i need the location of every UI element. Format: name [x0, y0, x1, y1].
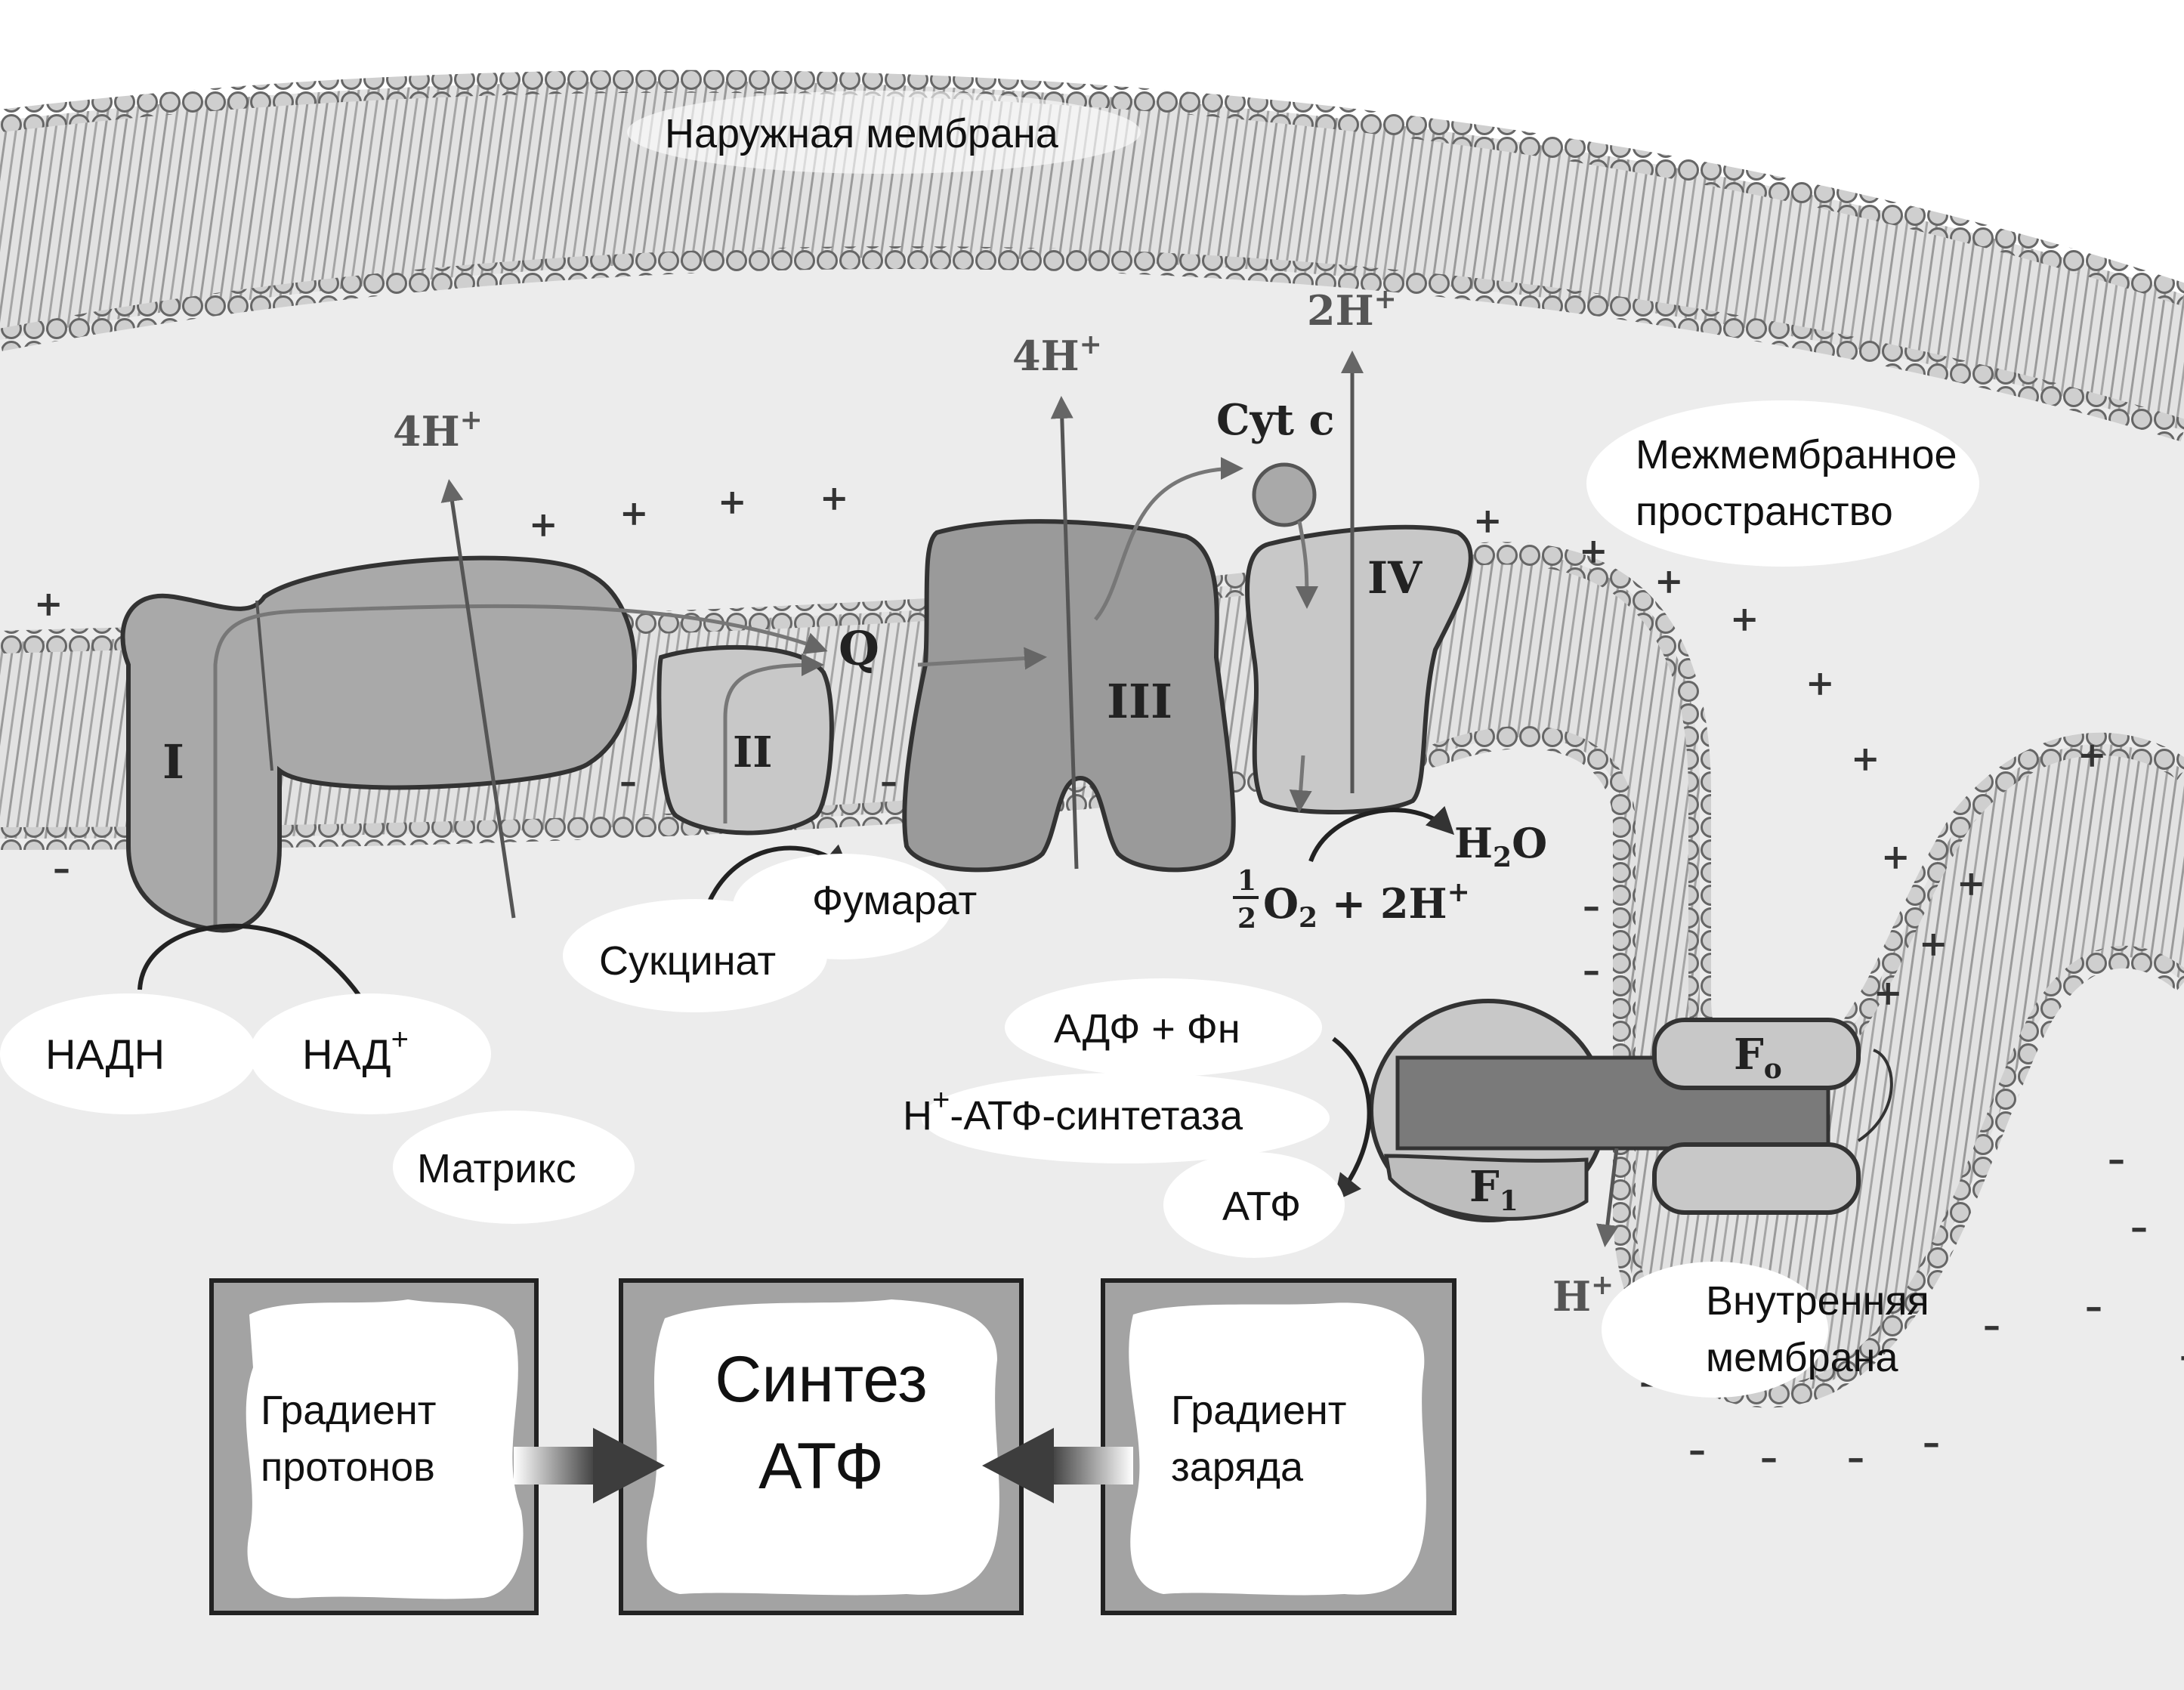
svg-text:+: +	[718, 481, 747, 522]
intermembrane-label-line2: пространство	[1636, 489, 1893, 534]
cytochrome-c: Cyt c	[1216, 395, 1335, 527]
svg-text:+: +	[1874, 972, 1903, 1013]
f0-label: Fo	[1734, 1030, 1782, 1085]
svg-text:+: +	[820, 477, 849, 518]
oxygen-formula: O2 + 2H+	[1263, 876, 1470, 934]
box-center-line2: АТФ	[758, 1430, 884, 1503]
svg-text:+: +	[619, 493, 649, 533]
atp-synthase-label: H+-АТФ-синтетаза	[903, 1083, 1243, 1139]
svg-text:–: –	[2179, 1335, 2184, 1376]
svg-text:–: –	[2108, 1139, 2125, 1179]
svg-text:–: –	[2130, 1206, 2148, 1247]
svg-text:+: +	[1579, 530, 1608, 571]
complex-ii: II	[656, 644, 834, 836]
half-denominator: 2	[1237, 903, 1256, 935]
svg-text:–: –	[1688, 1429, 1706, 1470]
half-numerator: 1	[1237, 865, 1256, 897]
svg-text:–: –	[619, 761, 637, 802]
q-label: Q	[839, 621, 879, 676]
matrix-label: Матрикс	[417, 1146, 576, 1191]
complex-iii-label: III	[1107, 674, 1172, 729]
svg-text:–: –	[1583, 950, 1600, 990]
svg-text:+: +	[1806, 663, 1835, 703]
complex-i-label: I	[162, 734, 184, 789]
svg-text:–: –	[53, 848, 70, 888]
svg-text:+: +	[1473, 500, 1503, 541]
svg-text:+: +	[1919, 923, 1948, 964]
box-atp-synthesis: Синтез АТФ	[619, 1278, 1024, 1615]
inner-membrane-label-line1: Внутренняя	[1706, 1278, 1929, 1324]
complex-iii: III	[902, 519, 1236, 873]
svg-text:+: +	[1851, 738, 1880, 779]
intermembrane-label-line1: Межмембранное	[1636, 432, 1957, 477]
box-proton-gradient: Градиент протонов	[209, 1278, 539, 1615]
svg-text:+: +	[1881, 836, 1911, 877]
nadh-label: НАДН	[45, 1030, 165, 1078]
inner-membrane-label-line2: мембрана	[1706, 1335, 1898, 1380]
arrow-left-to-center	[514, 1428, 665, 1503]
svg-text:+: +	[1730, 598, 1759, 639]
water-label: H2O	[1454, 819, 1547, 873]
oxygen-reaction-label: 1 2 O2 + 2H+	[1233, 865, 1470, 935]
svg-text:–: –	[1923, 1422, 1940, 1463]
nad-label: НАД+	[302, 1023, 409, 1078]
svg-text:+: +	[1654, 561, 1684, 601]
svg-text:–: –	[1847, 1437, 1864, 1478]
complex-ii-label: II	[733, 728, 772, 777]
succinate-label: Сукцинат	[599, 938, 776, 984]
arrow-right-to-center	[982, 1428, 1133, 1503]
proton-label-1: 4H+	[393, 404, 483, 456]
svg-text:–: –	[1983, 1305, 2000, 1346]
box-right-line1: Градиент	[1171, 1388, 1347, 1433]
proton-label-2: 4H+	[1012, 329, 1102, 380]
atp-label: АТФ	[1222, 1184, 1301, 1229]
svg-text:–: –	[880, 761, 897, 802]
charge-signs: +++ +++ +++ +++ +++ + ––– ––– ––– ––– ––…	[34, 477, 2184, 1478]
box-left-line2: протонов	[261, 1444, 435, 1490]
fumarate-label: Фумарат	[812, 878, 977, 923]
svg-text:+: +	[529, 504, 558, 545]
box-center-line1: Синтез	[715, 1343, 927, 1416]
f1-label: F1	[1469, 1162, 1518, 1217]
box-right-line2: заряда	[1171, 1444, 1304, 1490]
svg-text:–: –	[2085, 1286, 2102, 1327]
electron-flow-arrows	[213, 457, 1318, 925]
outer-membrane-label: Наружная мембрана	[665, 111, 1059, 156]
svg-text:+: +	[2077, 734, 2107, 775]
svg-text:+: +	[1957, 863, 1986, 904]
box-charge-gradient: Градиент заряда	[1101, 1278, 1457, 1615]
atp-synthase	[1369, 999, 1861, 1222]
proton-arrows	[440, 351, 1619, 1247]
proton-label-3: 2H+	[1307, 283, 1397, 335]
label-clouds	[0, 91, 1979, 1398]
svg-text:+: +	[34, 583, 63, 624]
adp-label: АДФ + Фн	[1054, 1006, 1240, 1052]
box-left-line1: Градиент	[261, 1388, 437, 1433]
proton-label-out: H+	[1552, 1269, 1614, 1321]
complex-i: I	[120, 555, 637, 933]
complex-iv-label: IV	[1367, 552, 1423, 604]
svg-text:–: –	[1583, 885, 1600, 926]
cytc-label: Cyt c	[1216, 395, 1335, 445]
svg-text:–: –	[1760, 1437, 1778, 1478]
outer-membrane	[0, 70, 2184, 442]
